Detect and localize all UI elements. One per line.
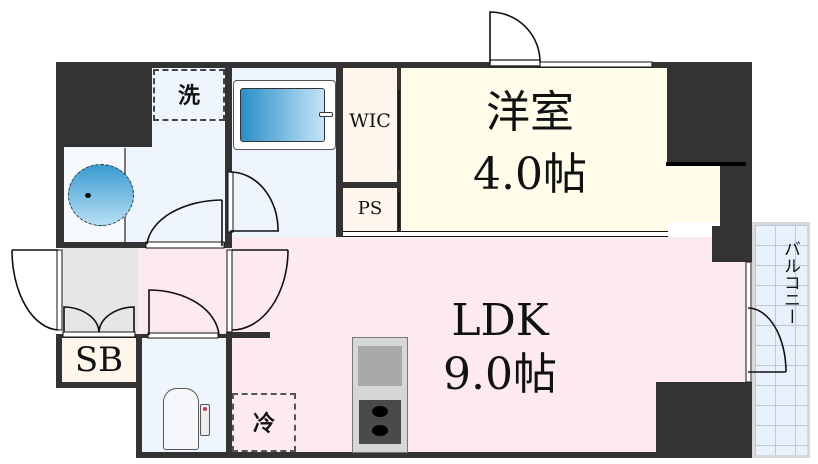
corner-block-top-left xyxy=(56,62,152,146)
wic-label: WIC xyxy=(349,110,391,132)
western-room-name: 洋室 xyxy=(486,87,574,138)
column-right-mid xyxy=(712,226,752,262)
sliding-partition[interactable] xyxy=(343,231,668,237)
faucet-icon xyxy=(319,112,333,117)
ps-label: PS xyxy=(357,198,383,219)
western-room-size: 4.0帖 xyxy=(473,149,587,200)
sb-label: SB xyxy=(74,340,124,380)
ps-room xyxy=(343,188,397,232)
wall-wash-bottom xyxy=(56,242,232,248)
door-western-exterior[interactable] xyxy=(489,11,541,67)
wic-room xyxy=(343,68,397,182)
toilet-panel-button xyxy=(203,407,207,411)
fridge-space xyxy=(232,393,296,452)
door-bathroom[interactable] xyxy=(227,171,279,233)
outer-wall-right-upper xyxy=(720,160,752,226)
western-room xyxy=(401,68,667,232)
wall-toilet-right xyxy=(226,334,232,458)
balcony-label: バルコニー xyxy=(780,240,800,325)
outer-wall-left-upper xyxy=(56,140,64,248)
ldk-size: 9.0帖 xyxy=(443,349,557,400)
door-shoebox[interactable] xyxy=(62,306,136,338)
entrance-genkan xyxy=(62,248,138,334)
door-washroom[interactable] xyxy=(145,199,225,249)
toilet-icon xyxy=(163,388,199,450)
wall-wash-bath xyxy=(225,62,232,248)
western-room-alcove xyxy=(666,166,720,222)
column-right-bottom-front xyxy=(656,382,752,458)
toilet-panel-icon xyxy=(200,404,210,436)
burner-2-icon xyxy=(372,425,388,436)
outer-wall-bottom xyxy=(136,452,752,458)
door-toilet[interactable] xyxy=(147,289,220,339)
door-ldk[interactable] xyxy=(226,249,289,333)
door-entrance[interactable] xyxy=(11,249,63,331)
burner-1-icon xyxy=(372,406,388,417)
wall-wash-top xyxy=(56,140,152,147)
kitchen-sink-icon xyxy=(358,346,402,386)
outer-wall-top xyxy=(56,62,751,68)
fridge-label: 冷 xyxy=(252,412,275,437)
wall-wic-ps xyxy=(343,182,399,188)
drain-dot-icon xyxy=(85,193,91,198)
washer-space xyxy=(153,69,225,121)
wall-alcove-line xyxy=(666,162,746,166)
shoe-box xyxy=(62,338,136,382)
corner-block-top-right xyxy=(666,62,752,164)
ldk-right-extension xyxy=(700,262,746,382)
wall-bath-wic xyxy=(336,62,343,248)
wall-hall-stub xyxy=(226,332,270,338)
ldk-room xyxy=(232,237,712,452)
door-balcony[interactable] xyxy=(745,261,787,383)
hallway xyxy=(138,248,232,334)
ldk-name: LDK xyxy=(451,295,549,346)
washbasin-bowl-icon xyxy=(68,164,134,226)
washer-label: 洗 xyxy=(177,84,200,109)
